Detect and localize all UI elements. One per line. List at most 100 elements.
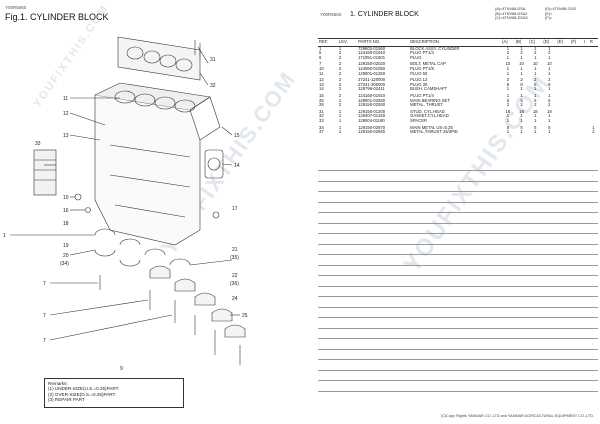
cell-qty-c: 1 — [534, 129, 537, 135]
callout-21: 21 — [232, 247, 238, 253]
callout-13: 13 — [63, 133, 69, 139]
cell-qty-c: 1 — [534, 117, 537, 123]
figure-title: Fig.1. CYLINDER BLOCK — [5, 12, 109, 22]
cell-ref: 11 — [319, 70, 324, 76]
callout-31: 31 — [210, 57, 216, 63]
head-gasket-shape — [117, 36, 201, 81]
ruled-line — [318, 233, 598, 234]
callout-33: 33 — [35, 141, 41, 147]
document-code: Y00R5660 — [320, 12, 342, 17]
cell-ref: 31 — [319, 108, 324, 114]
cell-part-no: 129150-02940 — [358, 129, 386, 135]
parts-table: REF. LEV. PARTS NO. DESCRIPTION (A) (B) … — [318, 38, 598, 135]
ruled-line — [318, 212, 598, 213]
cell-qty-a: 1 — [506, 117, 510, 123]
callout-25: 25 — [242, 313, 248, 319]
cell-r: 2 — [592, 129, 595, 135]
cell-qty-a: 18 — [505, 108, 511, 114]
cell-part-no: 129150-02870 — [358, 124, 386, 130]
cell-qty-d: 1 — [548, 117, 551, 123]
cell-ref: 6 — [319, 54, 322, 60]
cell-description: SPACER — [410, 117, 428, 123]
col-c: (C) — [528, 38, 543, 47]
cell-qty-c: 1 — [534, 65, 537, 71]
cell-description: GASKET,CYL.HEAD — [410, 113, 449, 119]
cell-description: PLUG 50 — [410, 70, 428, 76]
cell-ref: 1 — [319, 45, 322, 51]
cell-part-no: 124060-01050 — [358, 65, 386, 71]
cell-part-no: 27241-120000 — [358, 77, 386, 83]
left-page: Y00R5660 Fig.1. CYLINDER BLOCK YOUFIXTHI… — [3, 0, 301, 424]
right-page: Y00R5660 1. CYLINDER BLOCK (A)=4TNV88-DS… — [300, 0, 600, 424]
cell-qty-a: 1 — [506, 65, 510, 71]
model-e: (E)= — [545, 11, 553, 16]
cell-ref: 7 — [319, 61, 322, 67]
cell-description: BUSH, CAMSHAFT — [410, 86, 448, 92]
cell-ref: 33 — [319, 117, 324, 123]
ruled-line — [318, 285, 598, 287]
callout-7: 7 — [43, 281, 46, 287]
cell-qty-b: 8 — [520, 81, 523, 87]
cell-qty-d: 1 — [548, 113, 551, 119]
cell-qty-b: 10 — [519, 61, 524, 67]
model-b: (B)=4TNV88-DSA2 — [495, 11, 528, 16]
col-d: (D) — [542, 38, 557, 47]
model-c: (C)=4TNV88-DSA3 — [495, 16, 528, 21]
cell-qty-a: 1 — [506, 92, 510, 98]
ruled-line — [318, 243, 598, 245]
cell-description: PLUG PT1/4 — [410, 92, 434, 98]
copyright-notice: (C)Copy Rights YANMAR CO.,LTD and YANMAR… — [440, 414, 594, 418]
callout-17: 17 — [232, 206, 238, 212]
cell-ref: 12 — [319, 77, 324, 83]
cell-qty-a: 2 — [506, 102, 510, 108]
cell-lev: 2 — [338, 65, 342, 71]
cell-part-no: 129796-02411 — [358, 86, 385, 92]
cell-qty-a: 1 — [506, 113, 510, 119]
callout-19: 19 — [63, 243, 69, 249]
cell-qty-d: 1 — [548, 92, 551, 98]
cell-part-no: 129001-01250 — [358, 70, 386, 76]
cell-qty-a: 1 — [506, 45, 510, 51]
ruled-line — [318, 317, 598, 318]
exploded-view-drawing: 31 32 11 12 13 15 14 33 10 16 18 17 1 19… — [3, 36, 248, 372]
cell-part-no: 129004-01190 — [358, 117, 385, 123]
cell-qty-f — [570, 130, 583, 135]
callout-9: 9 — [120, 366, 123, 372]
cell-lev: 2 — [338, 86, 342, 92]
col-a: (A) — [501, 38, 515, 47]
cell-qty-d: 8 — [548, 81, 551, 87]
cell-ref: 34 — [319, 124, 324, 130]
cell-ref: 37 — [319, 129, 324, 135]
cell-qty-c: 5 — [534, 97, 537, 103]
cell-part-no: 171051-01601 — [358, 54, 386, 60]
cell-qty-c: 2 — [534, 77, 537, 83]
ruled-line — [318, 338, 598, 339]
cell-qty-d: 2 — [548, 50, 551, 56]
cell-part-no: 129150-02930 — [358, 102, 386, 108]
cell-qty-b: 1 — [520, 117, 523, 123]
ruled-line — [318, 348, 598, 350]
ruled-line — [318, 264, 598, 266]
cell-lev: 2 — [338, 70, 342, 76]
ruled-line — [318, 191, 598, 192]
cell-qty-c: 1 — [534, 86, 537, 92]
cell-lev: 1 — [338, 113, 342, 119]
cell-qty-b: 1 — [520, 86, 523, 92]
callout-36: (36) — [230, 281, 239, 287]
callout-22: 22 — [232, 273, 238, 279]
cell-qty-b: 5 — [520, 124, 523, 130]
cell-qty-b: 2 — [520, 77, 523, 83]
cell-qty-d: 18 — [547, 108, 552, 114]
model-f: (F)= — [545, 16, 553, 21]
ruled-line — [318, 254, 598, 255]
cell-qty-a: 1 — [506, 129, 510, 135]
cell-lev: 2 — [338, 54, 342, 60]
cell-description: PLUG PT1/4 — [410, 50, 434, 56]
